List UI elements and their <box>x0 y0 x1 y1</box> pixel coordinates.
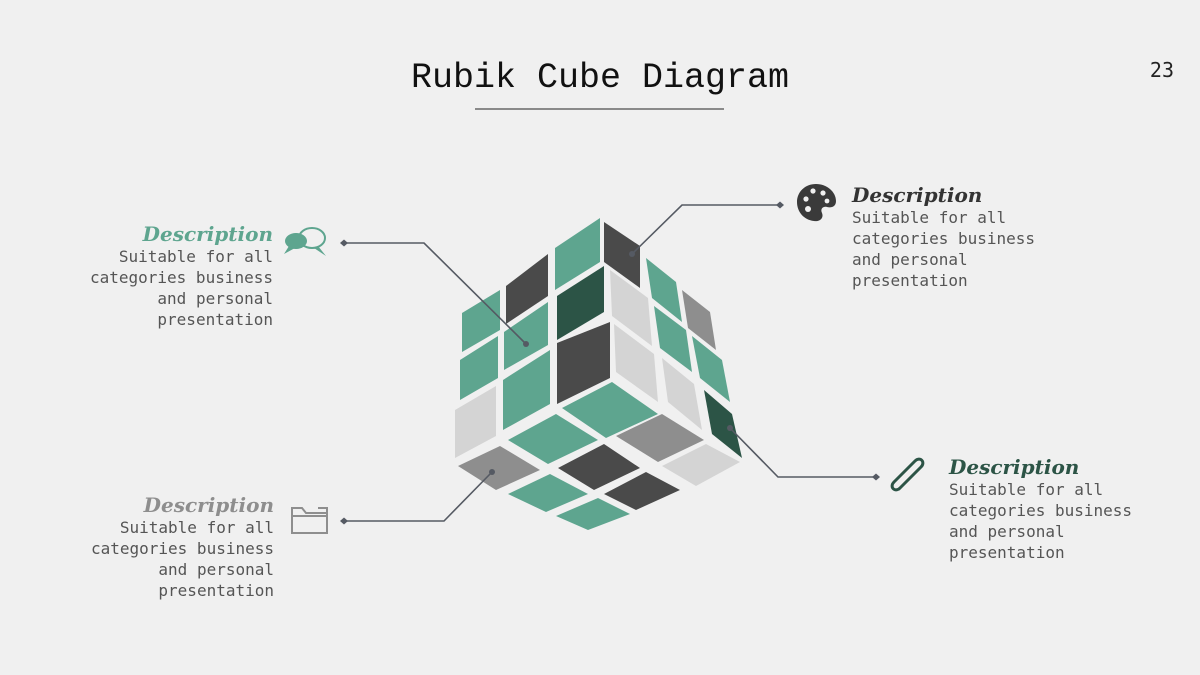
callout-body: Suitable for all categories business and… <box>89 247 273 329</box>
cube-tile <box>616 414 704 462</box>
connector-dots <box>340 201 880 525</box>
paperclip-icon <box>890 457 925 492</box>
callout-body: Suitable for all categories business and… <box>90 518 274 600</box>
cube-tile <box>455 386 496 458</box>
cube-tile <box>555 218 600 290</box>
callout-body: Suitable for all categories business and… <box>852 208 1036 290</box>
cube-tile <box>458 446 540 490</box>
connector-bottom-left <box>344 471 493 522</box>
cube-right-face <box>604 222 742 458</box>
callout-top-right: Description Suitable for all categories … <box>852 183 1092 291</box>
cube-bottom-face <box>458 382 740 530</box>
cube-tile <box>558 444 640 490</box>
connector-top-right <box>631 204 780 255</box>
palette-icon <box>797 184 836 222</box>
connector-bottom-right <box>729 427 876 478</box>
callout-top-left: Description Suitable for all categories … <box>60 222 273 330</box>
cube-tile <box>610 270 652 346</box>
connector-dot <box>727 425 733 431</box>
cube-tile <box>508 474 588 512</box>
cube-left-face <box>455 218 610 458</box>
cube-tile <box>556 498 630 530</box>
cube-tile <box>557 266 604 340</box>
connector-top-left <box>344 242 527 345</box>
page-title: Rubik Cube Diagram <box>410 58 790 98</box>
cube-tile <box>692 336 730 402</box>
connector-diamond <box>872 473 880 481</box>
connector-dot <box>523 341 529 347</box>
cube-tile <box>462 290 500 352</box>
cube-tile <box>508 414 598 464</box>
title-underline <box>475 108 724 110</box>
cube-tile <box>562 382 658 438</box>
connector-dot <box>629 251 635 257</box>
connectors <box>344 204 876 522</box>
cube-tile <box>504 302 548 370</box>
connector-dot <box>489 469 495 475</box>
cube-tile <box>654 306 692 372</box>
cube-tile <box>682 290 716 350</box>
cube-tile <box>503 350 550 430</box>
connector-diamond <box>776 201 784 209</box>
callout-heading: Description <box>142 222 273 246</box>
cube-tile <box>662 444 740 486</box>
cube-tile <box>614 324 658 402</box>
cube-tile <box>506 254 548 324</box>
callout-heading: Description <box>949 455 1080 479</box>
cube-tile <box>646 258 682 322</box>
speech-bubbles-icon <box>284 227 326 256</box>
cube-tile <box>604 222 640 288</box>
callout-heading: Description <box>852 183 983 207</box>
folder-icon <box>291 507 328 534</box>
cube-tile <box>662 358 702 430</box>
rubik-cube <box>455 218 742 530</box>
cube-tile <box>557 322 610 404</box>
callout-bottom-right: Description Suitable for all categories … <box>949 455 1189 563</box>
page-number: 23 <box>1149 58 1174 82</box>
connector-diamond <box>340 239 348 247</box>
callout-body: Suitable for all categories business and… <box>949 480 1133 562</box>
cube-tile <box>460 336 498 400</box>
cube-tile <box>704 390 742 458</box>
connector-diamond <box>340 517 348 525</box>
cube-tile <box>604 472 680 510</box>
callout-bottom-left: Description Suitable for all categories … <box>60 493 274 601</box>
callout-heading: Description <box>143 493 274 517</box>
